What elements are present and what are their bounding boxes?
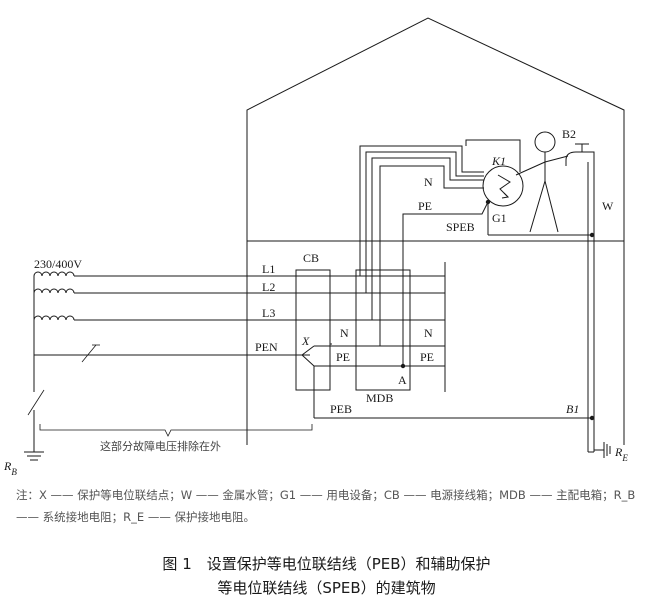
cb-label: CB <box>303 251 319 265</box>
pe-top-label: PE <box>418 199 432 213</box>
cb-box <box>295 269 332 391</box>
pe-cb-label: PE <box>336 350 350 364</box>
b1-label: B1 <box>566 402 579 416</box>
person-icon <box>515 131 569 233</box>
peb-label: PEB <box>330 402 352 416</box>
appliance-g1 <box>482 165 524 207</box>
g1-label: G1 <box>492 211 507 225</box>
re-label: RE <box>614 445 628 463</box>
l1-label: L1 <box>262 262 275 276</box>
x-label: X <box>301 334 310 348</box>
pen-label: PEN <box>255 340 278 354</box>
n-cb-label: N <box>340 326 349 340</box>
mdb-to-appliance-wires <box>359 139 521 366</box>
figure-title-line2: 等电位联结线（SPEB）的建筑物 <box>217 579 436 597</box>
speb-label: SPEB <box>446 220 475 234</box>
n-top-label: N <box>424 175 433 189</box>
pe-mdb-label: PE <box>420 350 434 364</box>
building-circuit-diagram: 230/400V CB L1 L2 L3 PEN X N PE N PE A M… <box>3 17 628 477</box>
house-outline <box>246 17 625 445</box>
figure-title-line1: 图 1 设置保护等电位联结线（PEB）和辅助保护 <box>162 555 491 573</box>
l2-label: L2 <box>262 280 275 294</box>
n-mdb-label: N <box>424 326 433 340</box>
supply-lines <box>34 275 445 363</box>
water-pipe <box>587 162 611 458</box>
figure-note: 注：X —— 保护等电位联结点；W —— 金属水管；G1 —— 用电设备；CB … <box>16 488 636 524</box>
faucet-icon <box>565 143 595 166</box>
mdb-box <box>350 262 446 392</box>
l3-label: L3 <box>262 306 275 320</box>
w-label: W <box>602 199 614 213</box>
peb-line <box>314 415 595 421</box>
k1-label: K1 <box>491 154 506 168</box>
mdb-label: MDB <box>366 391 393 405</box>
rb-label: RB <box>3 459 17 477</box>
a-label: A <box>398 373 407 387</box>
x-node <box>301 345 350 418</box>
voltage-label: 230/400V <box>34 257 82 271</box>
transformer-coils <box>33 271 75 355</box>
b2-label: B2 <box>562 127 576 141</box>
fault-excluded-label: 这部分故障电压排除在外 <box>100 439 221 453</box>
fault-brace <box>39 424 313 437</box>
rb-ground-path <box>24 355 45 461</box>
